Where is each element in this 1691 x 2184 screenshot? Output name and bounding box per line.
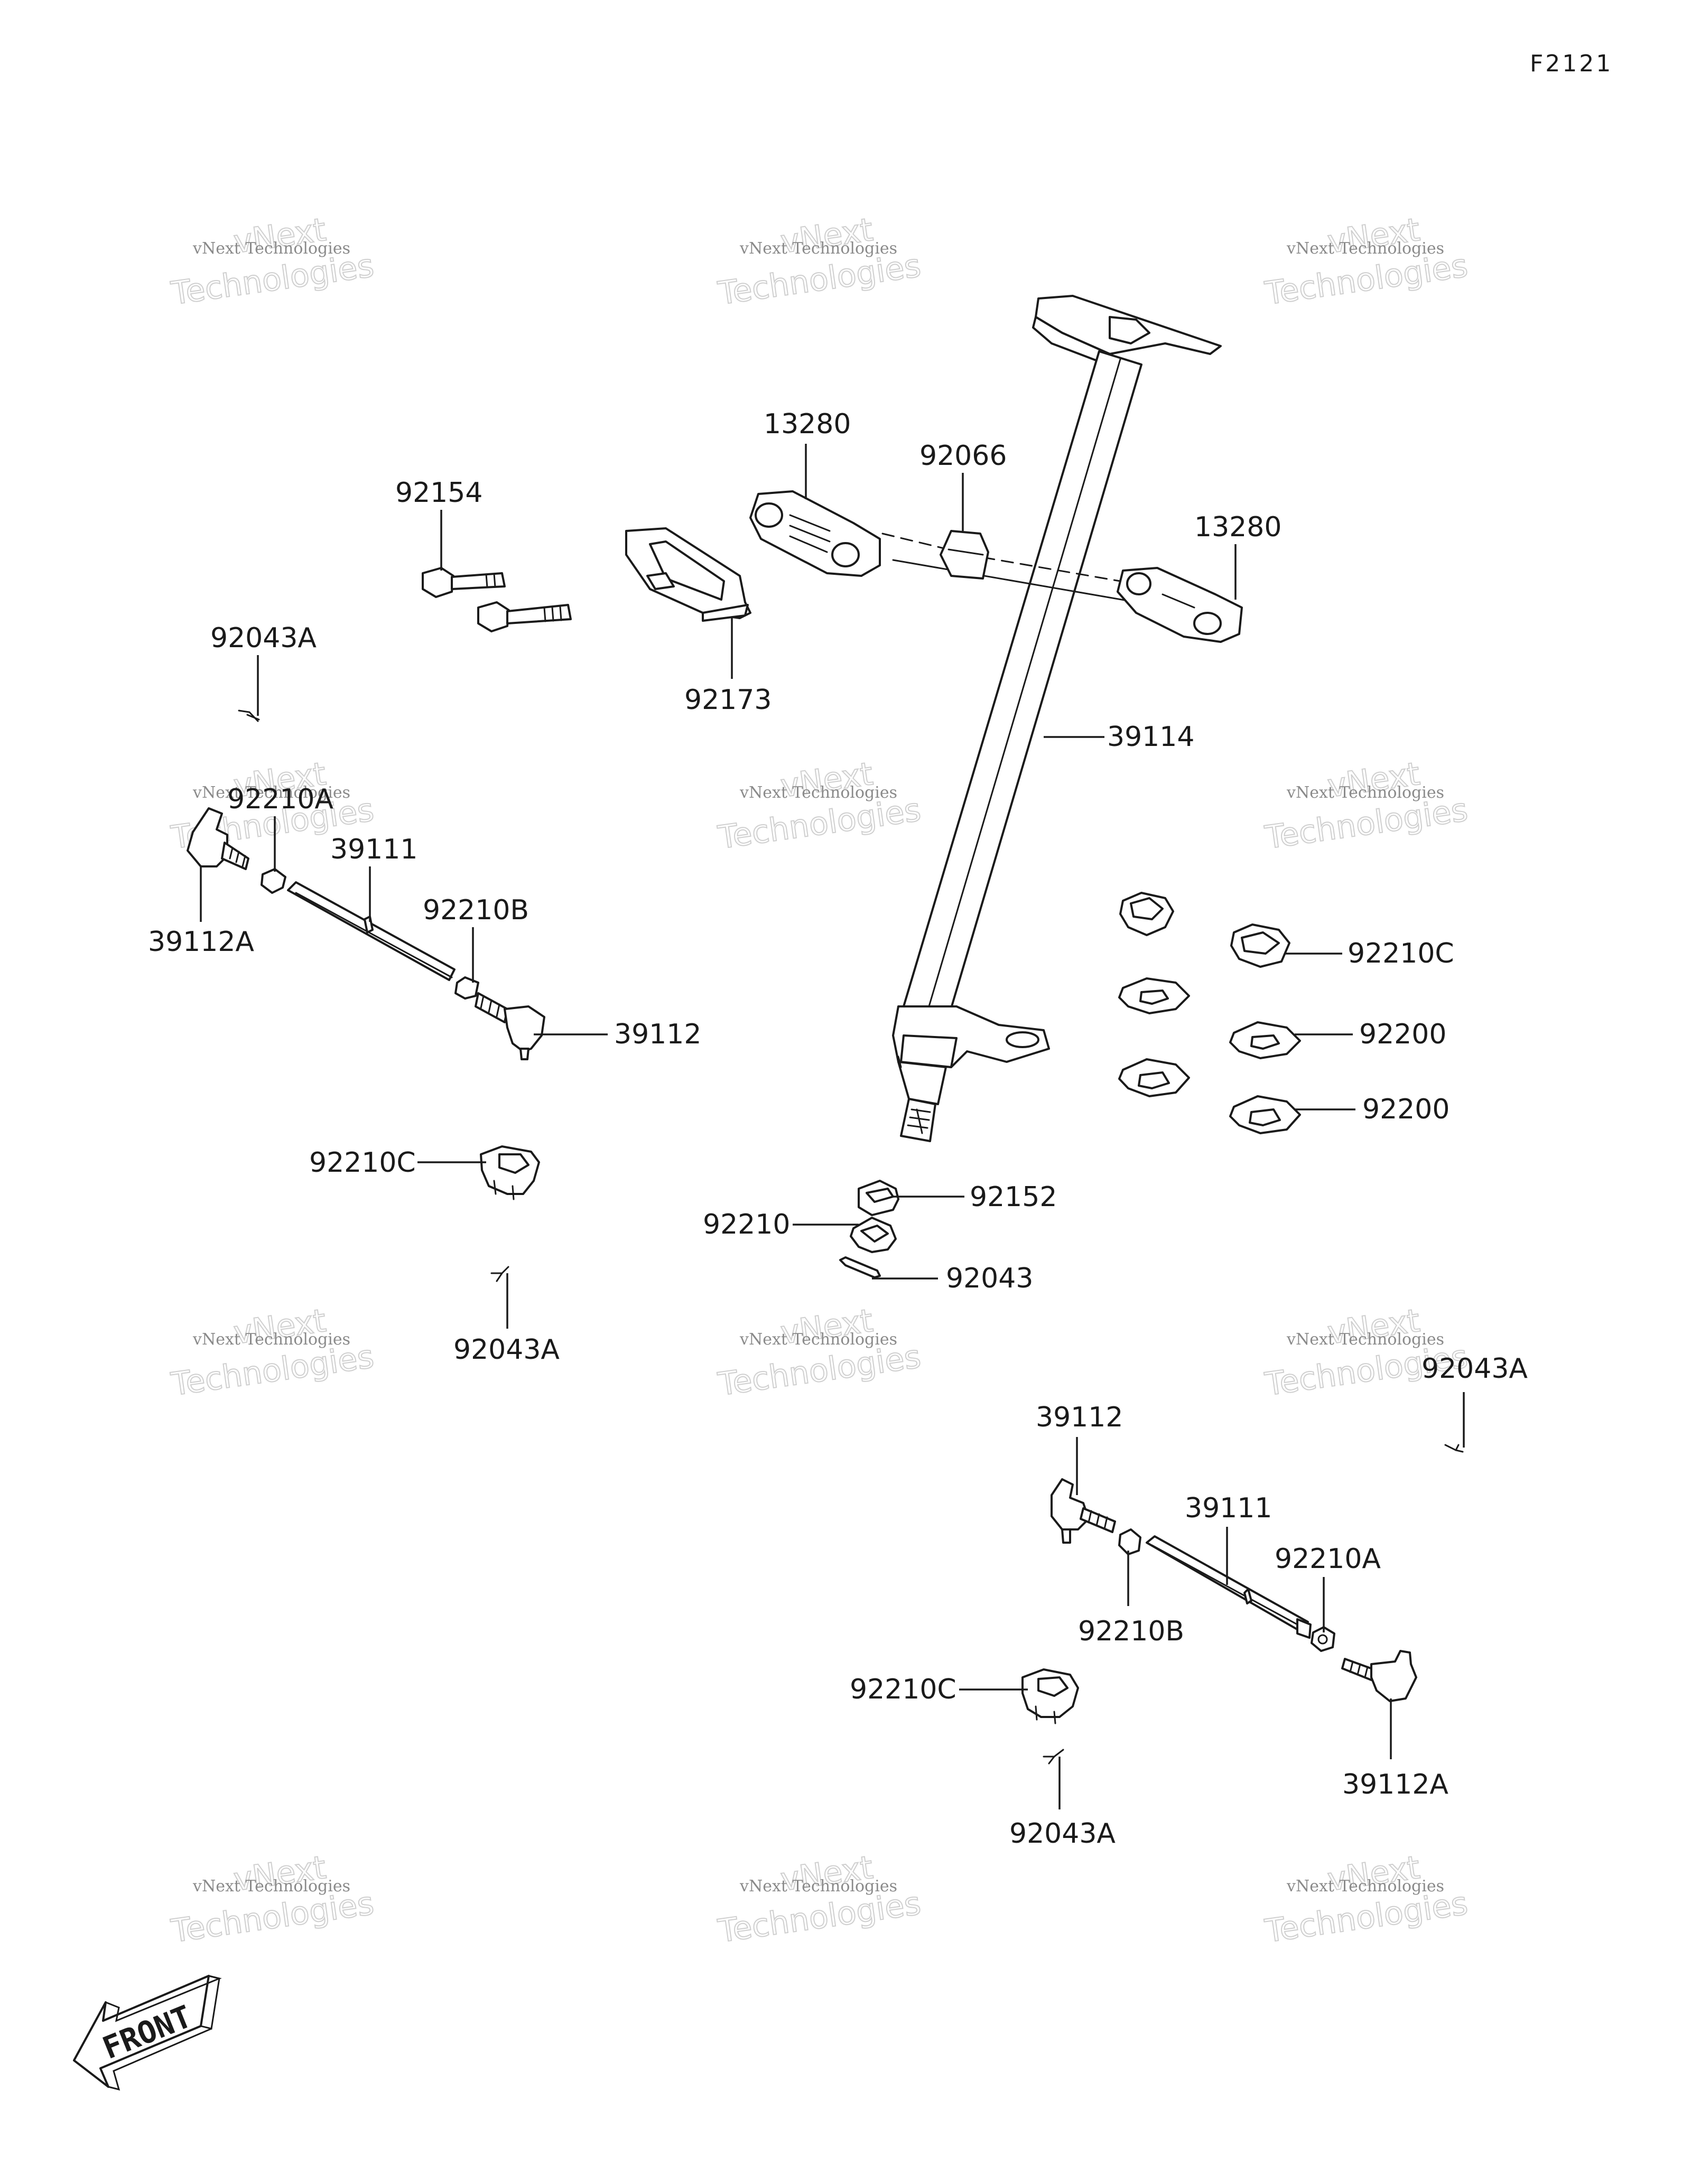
tie-rod-end-39112-left xyxy=(475,992,545,1060)
callout-39112: 39112 xyxy=(1036,1402,1123,1433)
svg-text:vNext Technologies: vNext Technologies xyxy=(192,1877,350,1896)
washer-92200-a xyxy=(1229,1021,1301,1059)
washer-92152 xyxy=(858,1180,899,1216)
callout-92200: 92200 xyxy=(1359,1019,1446,1050)
watermark: Technologies vNext vNext Technologies xyxy=(1262,755,1470,857)
callout-39112: 39112 xyxy=(614,1019,701,1050)
callout-92210B: 92210B xyxy=(423,894,529,926)
callout-39111: 39111 xyxy=(1185,1492,1272,1524)
watermark: Technologies vNext vNext Technologies xyxy=(168,211,376,313)
callout-92200: 92200 xyxy=(1362,1094,1450,1125)
locknut-92210B-right xyxy=(1118,1528,1141,1555)
callout-92043A: 92043A xyxy=(453,1334,560,1366)
watermark: Technologies vNext vNext Technologies xyxy=(715,211,923,313)
callout-92043: 92043 xyxy=(946,1263,1033,1294)
callout-39112A: 39112A xyxy=(1342,1769,1448,1800)
callout-92210: 92210 xyxy=(703,1209,790,1240)
callout-92173: 92173 xyxy=(684,684,772,716)
svg-text:vNext Technologies: vNext Technologies xyxy=(739,239,897,258)
collar-92066 xyxy=(940,530,989,580)
svg-text:vNext Technologies: vNext Technologies xyxy=(1286,1330,1444,1349)
callout-39111: 39111 xyxy=(330,834,417,865)
callout-92066: 92066 xyxy=(919,440,1007,472)
castle-nut-92210C-left xyxy=(480,1145,540,1200)
watermark: Technologies vNext vNext Technologies xyxy=(168,755,376,857)
tie-rod-end-39112A-left xyxy=(187,807,249,870)
leader-lines xyxy=(200,444,1465,1809)
callout-92154: 92154 xyxy=(395,477,482,509)
watermark: Technologies vNext vNext Technologies xyxy=(168,1302,376,1404)
washer-92200-b xyxy=(1229,1095,1301,1134)
watermark-grid: Technologies vNext vNext Technologies Te… xyxy=(168,211,1470,1950)
callout-92043A: 92043A xyxy=(210,622,317,654)
callout-92210A: 92210A xyxy=(227,783,333,815)
cotter-pin-92043A-left-bottom xyxy=(490,1266,509,1282)
watermark: Technologies vNext vNext Technologies xyxy=(715,1302,923,1404)
castle-nut-92210C-right xyxy=(1230,923,1290,968)
locknut-92210A-right xyxy=(1311,1626,1335,1652)
svg-text:vNext Technologies: vNext Technologies xyxy=(192,1330,350,1349)
castle-nut-92210 xyxy=(850,1217,897,1253)
callout-39114: 39114 xyxy=(1107,721,1194,753)
callout-92210C: 92210C xyxy=(1348,938,1454,969)
callout-labels: 13280 92066 13280 92154 92173 39114 9204… xyxy=(148,408,1528,1850)
tie-rod-end-39112-right xyxy=(1051,1478,1116,1544)
watermark: Technologies vNext vNext Technologies xyxy=(168,1849,376,1950)
locknut-92210B-left xyxy=(454,976,479,1000)
alignment-line xyxy=(982,556,1121,582)
cotter-pin-92043 xyxy=(839,1256,881,1278)
steering-shaft-39114 xyxy=(892,295,1222,1142)
callout-92043A: 92043A xyxy=(1009,1818,1116,1850)
svg-text:vNext Technologies: vNext Technologies xyxy=(192,783,350,802)
watermark: Technologies vNext vNext Technologies xyxy=(1262,211,1470,313)
svg-text:vNext Technologies: vNext Technologies xyxy=(1286,783,1444,802)
cotter-pin-92043A-far-right xyxy=(1444,1444,1464,1453)
alignment-line xyxy=(892,559,1153,606)
washer-standalone-a xyxy=(1118,977,1190,1014)
svg-text:vNext Technologies: vNext Technologies xyxy=(739,1877,897,1896)
svg-text:vNext Technologies: vNext Technologies xyxy=(1286,239,1444,258)
svg-text:vNext Technologies: vNext Technologies xyxy=(739,1330,897,1349)
callout-92152: 92152 xyxy=(970,1181,1057,1213)
callout-92210B: 92210B xyxy=(1078,1616,1184,1647)
svg-text:vNext Technologies: vNext Technologies xyxy=(192,239,350,258)
callout-92043A: 92043A xyxy=(1421,1353,1528,1385)
alignment-line xyxy=(881,533,950,550)
cotter-pin-92043A-lower-right xyxy=(1043,1749,1064,1765)
cotter-pin-92043A-left-top xyxy=(238,710,260,722)
callout-39112A: 39112A xyxy=(148,926,254,958)
callout-13280: 13280 xyxy=(764,408,851,440)
svg-text:vNext Technologies: vNext Technologies xyxy=(739,783,897,802)
callout-92210C: 92210C xyxy=(309,1147,416,1179)
tie-rod-end-39112A-right xyxy=(1341,1650,1417,1702)
plate-92173 xyxy=(625,527,751,622)
locknut-92210A-left xyxy=(261,868,286,894)
bolt-92154-lower xyxy=(477,601,572,632)
diagram-code: F2121 xyxy=(1530,50,1613,77)
callout-92210C: 92210C xyxy=(850,1674,956,1705)
castle-nut-92210C-standalone xyxy=(1119,892,1174,936)
watermark: Technologies vNext vNext Technologies xyxy=(715,755,923,857)
holder-13280-left xyxy=(749,490,881,577)
svg-text:vNext Technologies: vNext Technologies xyxy=(1286,1877,1444,1896)
bolt-92154-upper xyxy=(422,567,506,598)
callout-13280: 13280 xyxy=(1194,511,1281,543)
watermark: Technologies vNext vNext Technologies xyxy=(715,1849,923,1950)
watermark: Technologies vNext vNext Technologies xyxy=(1262,1849,1470,1950)
castle-nut-92210C-lower-right xyxy=(1021,1668,1079,1724)
washer-standalone-b xyxy=(1118,1058,1190,1097)
callout-92210A: 92210A xyxy=(1275,1543,1381,1575)
holder-13280-right xyxy=(1117,567,1243,643)
front-direction-arrow: FRONT xyxy=(73,1975,222,2091)
